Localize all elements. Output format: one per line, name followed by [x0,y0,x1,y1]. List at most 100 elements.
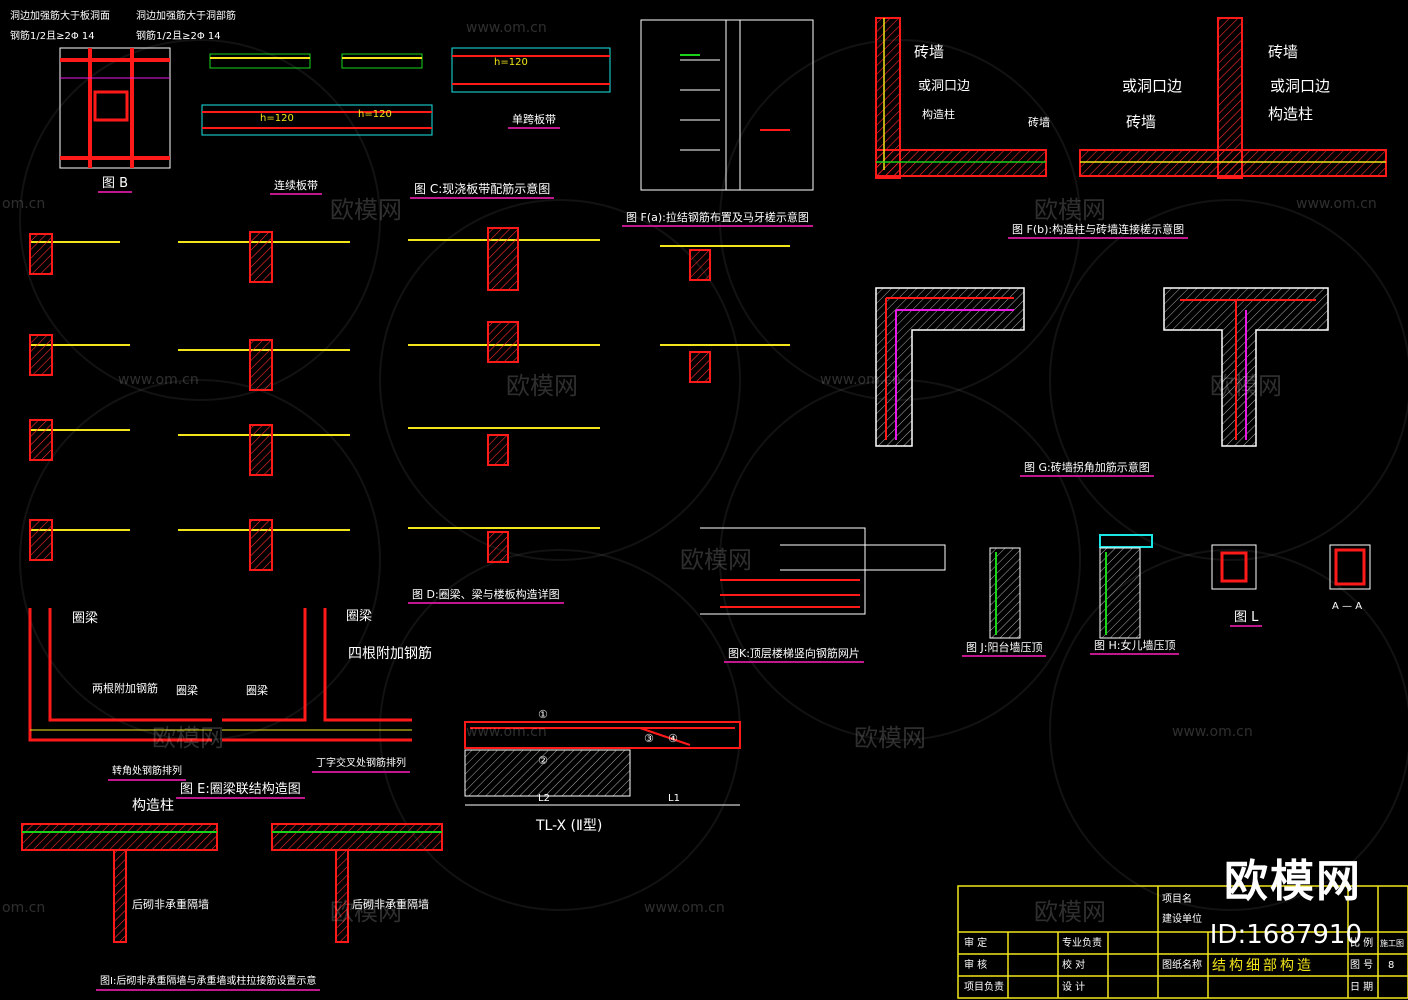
label-gzz-2: 构造柱 [922,108,955,121]
tb-date: 日 期 [1350,982,1374,993]
label-or-edge-1: 或洞口边 [918,79,971,94]
label-four-bars: 四根附加钢筋 [348,646,432,662]
title-block-grid [957,885,1408,999]
label-hole-spec-1: 钢筋1/2且≥2Φ 14 [10,31,95,42]
fig-fa-detail [640,19,814,191]
label-ql-1: 圈梁 [72,611,99,626]
label-two-bars: 两根附加钢筋 [92,682,158,695]
label-brick-wall-1: 砖墙 [914,43,945,61]
tl-x-detail [464,721,741,806]
label-ql-4: 圈梁 [246,684,268,697]
watermark-brand: 欧模网 [330,898,402,926]
fig-b-detail [59,47,171,169]
watermark-brand: 欧模网 [1034,898,1106,926]
caption-fig-h: 图 H:女儿墙压顶 [1090,638,1180,655]
watermark-brand: 欧模网 [1210,372,1282,400]
fig-fb-detail [875,17,1387,179]
label-gzz-1: 构造柱 [1268,105,1314,123]
brand-id: ID:1687910 [1209,920,1362,950]
label-grid-2: ② [538,754,548,767]
tb-design: 设 计 [1062,982,1086,993]
tb-drawing-no: 图 号 [1350,960,1374,971]
watermark-brand: 欧模网 [330,196,402,224]
caption-lianxu: 连续板带 [270,178,322,195]
slab-joints [29,227,790,571]
caption-fig-c: 图 C:现浇板带配筋示意图 [410,182,555,199]
label-brick-small: 砖墙 [1028,116,1050,129]
caption-section-aa: A — A [1332,601,1363,612]
caption-fig-fa: 图 F(a):拉结钢筋布置及马牙槎示意图 [622,210,813,227]
watermark-site: www.om.cn [1172,724,1253,740]
fig-l-detail [1211,544,1371,590]
label-hole-note-1: 洞边加强筋大于板洞面 [10,11,110,22]
fig-e-detail [28,608,412,742]
caption-danjian: 单跨板带 [508,112,560,129]
caption-fig-g: 图 G:砖墙拐角加筋示意图 [1020,460,1154,477]
fig-k-detail [700,527,946,615]
watermark-brand: 欧模网 [152,724,224,752]
label-ql-3: 圈梁 [176,684,198,697]
label-brick-wall-3: 砖墙 [1126,113,1157,131]
label-partition-1: 后砌非承重隔墙 [132,898,209,911]
caption-fig-k: 图K:顶层楼梯竖向钢筋网片 [724,646,864,663]
watermark-brand: 欧模网 [854,724,926,752]
watermark-site: www.om.cn [118,372,199,388]
watermark-brand: 欧模网 [680,546,752,574]
slab-strips [201,47,611,136]
tb-drawing-name-label: 图纸名称 [1162,960,1202,971]
label-or-edge-2: 或洞口边 [1122,77,1183,95]
fig-j-detail [989,547,1021,639]
tb-discipline-lead: 专业负责 [1062,938,1102,949]
tb-project-lead: 项目负责 [964,982,1004,993]
tb-project-name: 项目名 [1162,894,1192,905]
caption-tl-x: TL-X (Ⅱ型) [536,818,603,834]
label-h120-a: h=120 [260,113,294,124]
fig-h-detail [1099,534,1153,639]
watermark-brand: 欧模网 [1034,196,1106,224]
watermark-site-short: om.cn [2,900,46,916]
tb-build-unit: 建设单位 [1162,914,1202,925]
tb-sheet: 8 [1388,960,1395,971]
watermark-site-corner: www.om.cn [1296,196,1377,212]
label-or-edge-3: 或洞口边 [1270,77,1331,95]
caption-corner-detail: 转角处钢筋排列 [108,764,186,781]
label-grid-1: ① [538,708,548,721]
caption-t-detail: 丁字交叉处钢筋排列 [312,756,410,773]
caption-fig-e: 图 E:圈梁联结构造图 [176,782,305,799]
caption-fig-j: 图 J:阳台墙压顶 [962,640,1047,657]
label-hole-spec-2: 钢筋1/2且≥2Φ 14 [136,31,221,42]
tb-approve: 审 定 [964,938,988,949]
label-grid-3: ③ [644,732,654,745]
watermark-site-short: om.cn [2,196,46,212]
watermark-site: www.om.cn [466,20,547,36]
label-ql-2: 圈梁 [346,609,373,624]
label-l2: L2 [538,793,550,804]
label-grid-4: ④ [668,732,678,745]
tb-check: 校 对 [1062,960,1086,971]
watermark-brand: 欧模网 [506,372,578,400]
watermark-site: www.om.cn [820,372,901,388]
tb-drawing-name: 结构细部构造 [1212,958,1314,974]
caption-fig-fb: 图 F(b):构造柱与砖墙连接槎示意图 [1008,222,1189,239]
tb-scale: 比 例 [1350,938,1374,949]
label-partition-2: 后砌非承重隔墙 [352,898,429,911]
brand-logo: 欧模网 [1224,856,1362,907]
caption-fig-l: 图 L [1230,610,1263,627]
tb-stage: 施工图 [1380,939,1404,948]
label-h120-b: h=120 [358,109,392,120]
caption-fig-d: 图 D:圈梁、梁与楼板构造详图 [408,587,564,604]
caption-fig-i: 图I:后砌非承重隔墙与承重墙或柱拉接筋设置示意 [96,974,321,991]
watermark-site: www.om.cn [644,900,725,916]
tb-review: 审 核 [964,960,988,971]
watermark-site: www.om.cn [466,724,547,740]
label-brick-wall-2: 砖墙 [1268,43,1299,61]
fig-g-detail [875,287,1329,447]
label-h120-c: h=120 [494,57,528,68]
label-l1: L1 [668,793,680,804]
caption-fig-b: 图 B [98,176,133,193]
fig-i-detail [21,823,443,943]
label-gzz-3: 构造柱 [132,798,174,814]
label-hole-note-2: 洞边加强筋大于洞部筋 [136,11,236,22]
